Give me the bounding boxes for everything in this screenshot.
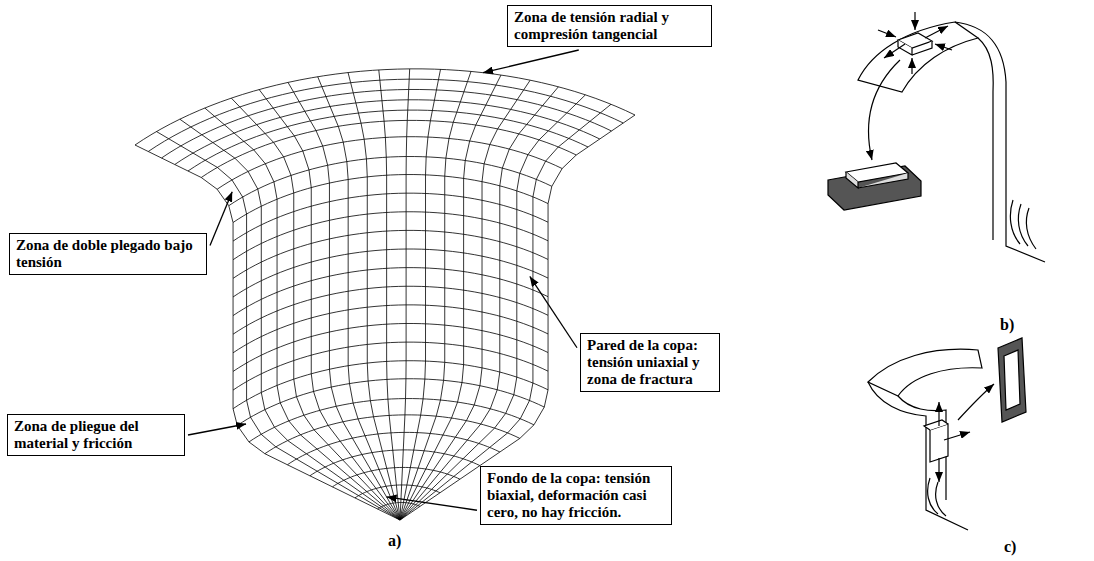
mesh-line [205, 108, 400, 520]
leader-arrow [188, 424, 246, 435]
mesh-line [156, 132, 400, 520]
leader-arrow [483, 50, 579, 73]
mesh-line [233, 175, 548, 223]
mesh-line [249, 399, 534, 442]
mesh-line [233, 361, 548, 409]
figure-label: a) [388, 532, 401, 550]
mesh-line [233, 212, 548, 260]
mesh-line [377, 502, 420, 508]
mesh-lines [135, 69, 635, 520]
mesh-line [231, 98, 400, 520]
mesh-line [310, 450, 480, 476]
mesh-line [188, 110, 588, 171]
mesh-line [233, 193, 548, 241]
mesh-line [201, 120, 576, 177]
leader-arrow [530, 276, 577, 347]
mesh-line [233, 230, 548, 278]
callout-box: Zona de doble plegado bajo tensión [9, 233, 207, 275]
mesh-line [400, 75, 501, 520]
callout-text: Fondo de la copa: tensión biaxial, defor… [487, 470, 665, 521]
flange-element-sketch [828, 12, 1045, 262]
mesh-line [217, 137, 562, 190]
leader-arrow [210, 192, 232, 246]
mesh-line [400, 71, 471, 520]
mesh-line [233, 249, 548, 297]
wall-element-sketch [868, 338, 1026, 530]
callout-text: Pared de la copa: tensión uniaxial y zon… [587, 337, 713, 388]
mesh-line [287, 432, 500, 464]
callout-box: Zona de pliegue del material y fricción [7, 414, 185, 456]
mesh-line [400, 95, 585, 520]
mesh-line [318, 77, 400, 520]
mesh-line [237, 379, 544, 426]
figure-label: b) [1000, 316, 1014, 334]
mesh-line [355, 485, 440, 498]
mesh-line [400, 104, 611, 520]
callout-box: Zona de tensión radial y compresión tang… [507, 5, 712, 47]
mesh-line [348, 73, 400, 520]
mesh-line [233, 268, 548, 316]
mesh-line [229, 157, 552, 206]
callout-text: Zona de tensión radial y compresión tang… [514, 9, 705, 43]
figure-label: c) [1004, 538, 1016, 556]
mesh-line [233, 305, 548, 353]
mesh-line [233, 323, 548, 371]
mesh-line [233, 342, 548, 390]
callout-text: Zona de pliegue del material y fricción [14, 418, 178, 452]
leader-arrow [387, 497, 477, 510]
mesh-line [233, 286, 548, 334]
callout-box: Pared de la copa: tensión uniaxial y zon… [580, 333, 720, 392]
mesh-line [175, 100, 600, 165]
mesh-line [400, 87, 558, 520]
mesh-line [332, 467, 460, 486]
mesh-line [135, 145, 400, 520]
callout-box: Fondo de la copa: tensión biaxial, defor… [480, 466, 672, 525]
callout-text: Zona de doble plegado bajo tensión [16, 237, 200, 271]
mesh-line [265, 415, 520, 454]
